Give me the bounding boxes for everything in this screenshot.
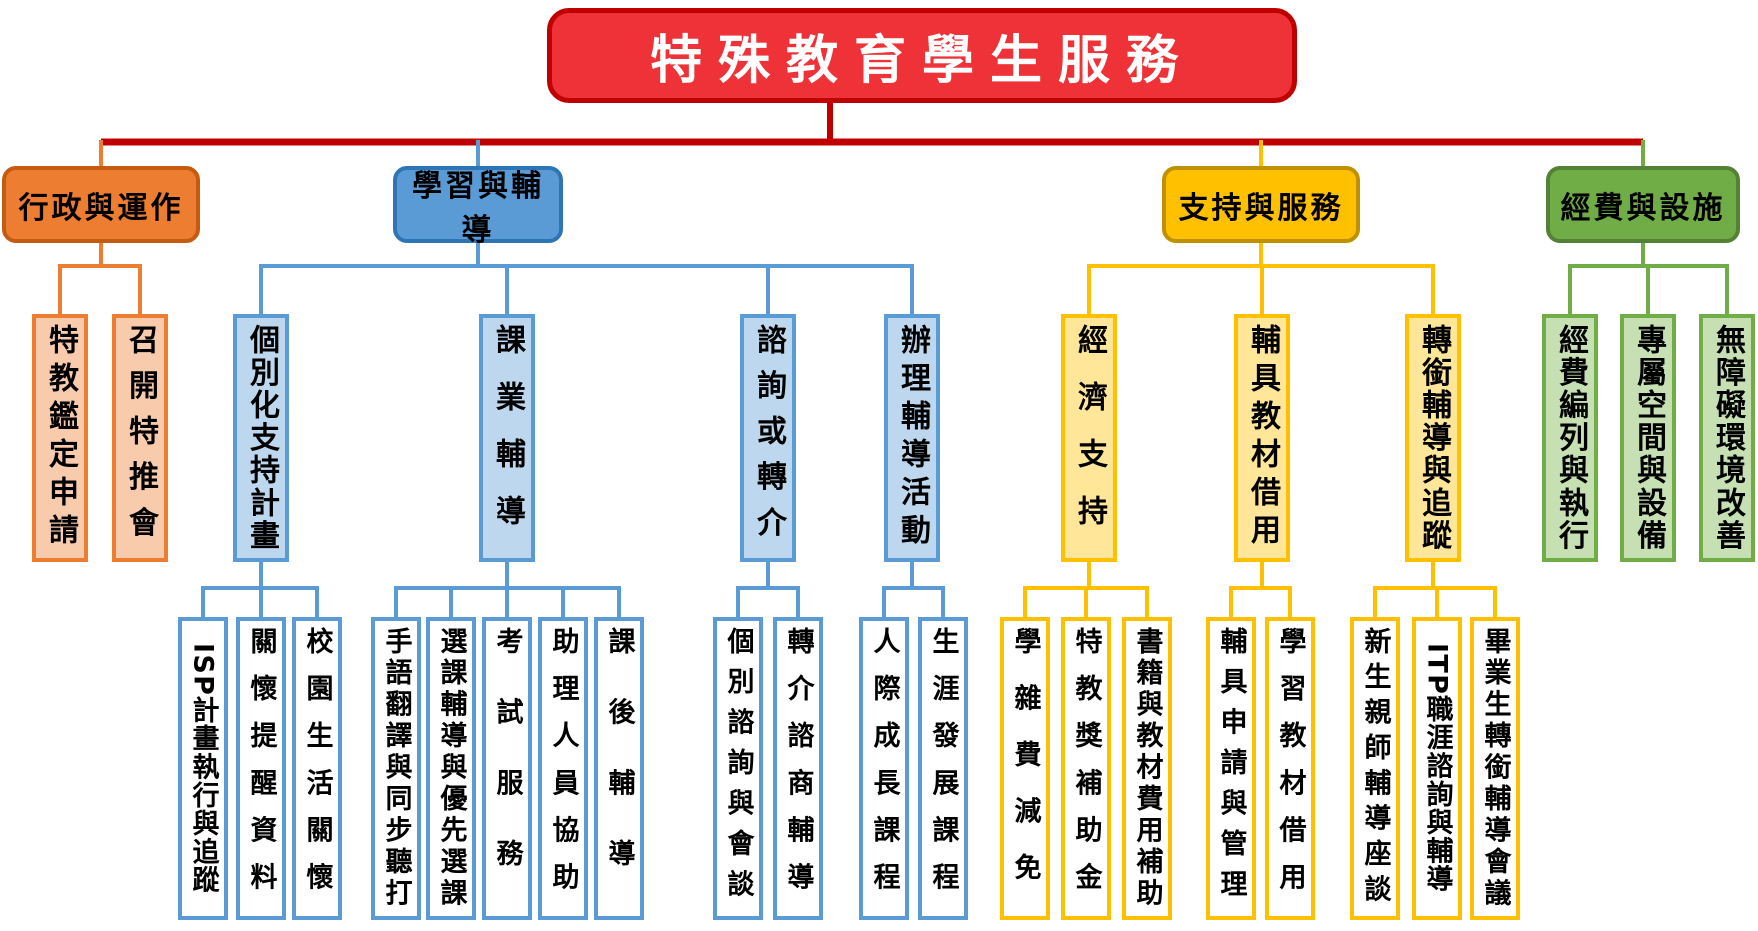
node-sped-grants: 特教獎補助金 bbox=[1061, 617, 1111, 920]
node-itp-counseling-label: ITP職涯諮詢與輔導 bbox=[1421, 643, 1453, 894]
node-consult-referral: 諮詢或轉介 bbox=[740, 314, 796, 562]
node-accessibility-improvement: 無障礙環境改善 bbox=[1699, 314, 1755, 562]
connector-learning-l3 bbox=[259, 243, 914, 316]
node-after-school-label: 課後輔導 bbox=[603, 627, 635, 910]
node-support-label: 支持與服務 bbox=[1178, 190, 1344, 226]
connector-economic-l4 bbox=[1023, 562, 1149, 619]
node-course-selection-label: 選課輔導與優先選課 bbox=[435, 627, 467, 910]
node-isp-tracking-label: ISP計畫執行與追蹤 bbox=[187, 642, 219, 895]
node-academic-coaching: 課業輔導 bbox=[479, 314, 535, 562]
node-care-reminders-label: 關懷提醒資料 bbox=[245, 627, 277, 910]
node-tuition-waiver-label: 學雜費減免 bbox=[1009, 627, 1041, 910]
node-exam-service: 考試服務 bbox=[482, 617, 532, 920]
node-sped-assessment-label: 特教鑑定申請 bbox=[43, 324, 78, 552]
connector-support-l3 bbox=[1087, 243, 1435, 316]
node-career-course: 生涯發展課程 bbox=[918, 617, 968, 920]
connector-plan-l4 bbox=[201, 562, 319, 619]
node-individual-talks-label: 個別諮詢與會談 bbox=[722, 627, 754, 910]
node-admin: 行政與運作 bbox=[2, 166, 200, 243]
node-guidance-activities: 辦理輔導活動 bbox=[884, 314, 940, 562]
node-individual-plan: 個別化支持計畫 bbox=[233, 314, 289, 562]
node-campus-care: 校園生活關懷 bbox=[292, 617, 342, 920]
node-sped-committee: 召開特推會 bbox=[112, 314, 168, 562]
node-funding: 經費與設施 bbox=[1546, 166, 1740, 243]
node-economic-support: 經濟支持 bbox=[1061, 314, 1117, 562]
node-after-school: 課後輔導 bbox=[594, 617, 644, 920]
node-device-management-label: 輔具申請與管理 bbox=[1215, 627, 1247, 910]
connector-equipment-l4 bbox=[1229, 562, 1292, 619]
node-transition-tracking-label: 轉銜輔導與追蹤 bbox=[1416, 324, 1451, 552]
node-individual-talks: 個別諮詢與會談 bbox=[713, 617, 763, 920]
node-sped-assessment: 特教鑑定申請 bbox=[32, 314, 88, 562]
node-device-management: 輔具申請與管理 bbox=[1206, 617, 1256, 920]
node-learning: 學習與輔導 bbox=[393, 166, 563, 248]
connector-activities-l4 bbox=[882, 562, 945, 619]
node-assistant-support: 助理人員協助 bbox=[538, 617, 588, 920]
node-interpersonal-course-label: 人際成長課程 bbox=[868, 627, 900, 910]
node-sped-grants-label: 特教獎補助金 bbox=[1070, 627, 1102, 910]
node-care-reminders: 關懷提醒資料 bbox=[236, 617, 286, 920]
node-sped-committee-label: 召開特推會 bbox=[123, 324, 158, 552]
node-campus-care-label: 校園生活關懷 bbox=[301, 627, 333, 910]
node-freshman-forum: 新生親師輔導座談 bbox=[1350, 617, 1400, 920]
connector-academic-l4 bbox=[394, 562, 621, 619]
node-interpersonal-course: 人際成長課程 bbox=[859, 617, 909, 920]
node-accessibility-improvement-label: 無障礙環境改善 bbox=[1710, 324, 1745, 552]
node-isp-tracking: ISP計畫執行與追蹤 bbox=[178, 617, 228, 920]
node-dedicated-space-label: 專屬空間與設備 bbox=[1631, 324, 1666, 552]
node-guidance-activities-label: 辦理輔導活動 bbox=[895, 324, 930, 552]
connector-funding-l3 bbox=[1568, 243, 1729, 316]
node-assistant-support-label: 助理人員協助 bbox=[547, 627, 579, 910]
node-admin-label: 行政與運作 bbox=[18, 190, 184, 226]
connector-consult-l4 bbox=[736, 562, 800, 619]
node-equipment-lending-label: 輔具教材借用 bbox=[1245, 324, 1280, 552]
node-sign-language: 手語翻譯與同步聽打 bbox=[371, 617, 421, 920]
node-learning-label: 學習與輔導 bbox=[412, 168, 544, 248]
root-title-label: 特殊教育學生服務 bbox=[649, 31, 1194, 91]
node-dedicated-space: 專屬空間與設備 bbox=[1620, 314, 1676, 562]
connector-root bbox=[101, 100, 1643, 146]
node-individual-plan-label: 個別化支持計畫 bbox=[244, 324, 279, 552]
node-freshman-forum-label: 新生親師輔導座談 bbox=[1359, 627, 1391, 910]
node-book-subsidy-label: 書籍與教材費用補助 bbox=[1131, 627, 1163, 910]
node-book-subsidy: 書籍與教材費用補助 bbox=[1122, 617, 1172, 920]
node-economic-support-label: 經濟支持 bbox=[1072, 324, 1107, 552]
node-material-lending-label: 學習教材借用 bbox=[1274, 627, 1306, 910]
node-equipment-lending: 輔具教材借用 bbox=[1234, 314, 1290, 562]
connector-transition-l4 bbox=[1373, 562, 1497, 619]
node-graduate-meeting-label: 畢業生轉銜輔導會議 bbox=[1479, 627, 1511, 910]
connector-branch-stubs bbox=[99, 140, 1645, 168]
node-funding-label: 經費與設施 bbox=[1560, 190, 1726, 226]
node-budget-execution-label: 經費編列與執行 bbox=[1553, 324, 1588, 552]
node-tuition-waiver: 學雜費減免 bbox=[1000, 617, 1050, 920]
node-graduate-meeting: 畢業生轉銜輔導會議 bbox=[1470, 617, 1520, 920]
node-counseling-referral: 轉介諮商輔導 bbox=[773, 617, 823, 920]
node-exam-service-label: 考試服務 bbox=[491, 627, 523, 910]
node-support: 支持與服務 bbox=[1162, 166, 1360, 243]
node-budget-execution: 經費編列與執行 bbox=[1542, 314, 1598, 562]
node-root-title: 特殊教育學生服務 bbox=[547, 8, 1297, 103]
node-transition-tracking: 轉銜輔導與追蹤 bbox=[1405, 314, 1461, 562]
connector-admin-l3 bbox=[58, 243, 142, 316]
node-course-selection: 選課輔導與優先選課 bbox=[426, 617, 476, 920]
node-material-lending: 學習教材借用 bbox=[1265, 617, 1315, 920]
node-itp-counseling: ITP職涯諮詢與輔導 bbox=[1412, 617, 1462, 920]
node-career-course-label: 生涯發展課程 bbox=[927, 627, 959, 910]
node-sign-language-label: 手語翻譯與同步聽打 bbox=[380, 627, 412, 910]
node-counseling-referral-label: 轉介諮商輔導 bbox=[782, 627, 814, 910]
node-academic-coaching-label: 課業輔導 bbox=[490, 324, 525, 552]
node-consult-referral-label: 諮詢或轉介 bbox=[751, 324, 786, 552]
